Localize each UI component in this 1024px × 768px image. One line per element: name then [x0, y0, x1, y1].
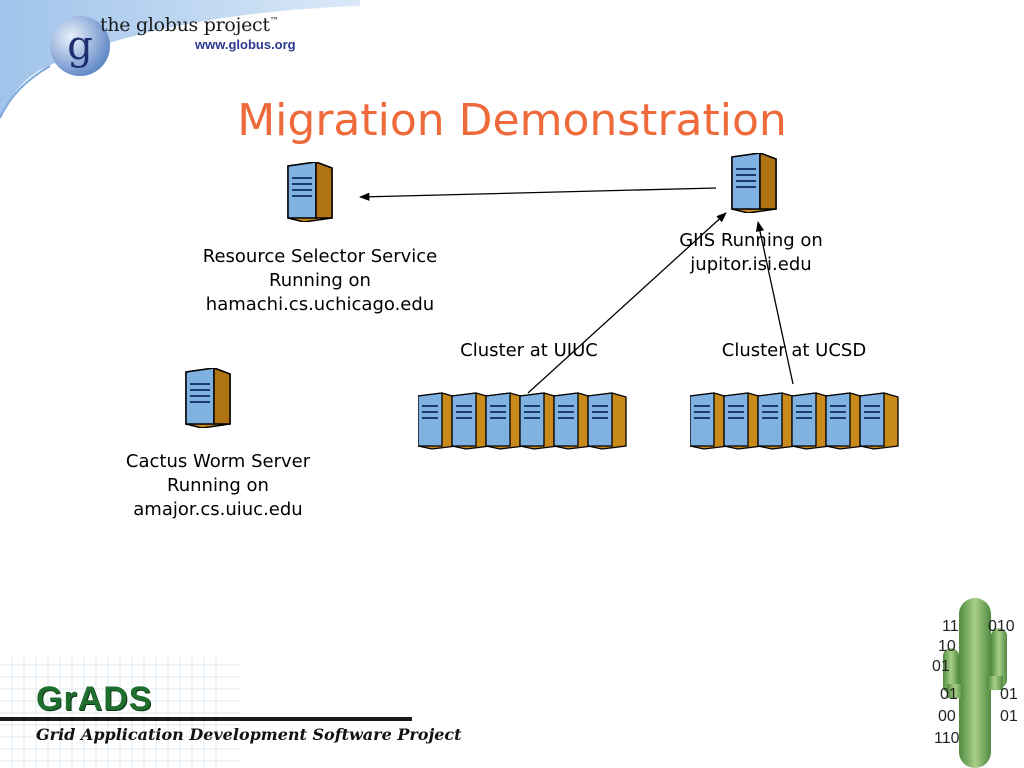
server-icon-resource-selector [287, 162, 333, 222]
resource-selector-label: Resource Selector Service Running on ham… [160, 245, 480, 317]
globus-url: www.globus.org [195, 37, 296, 52]
grads-divider [0, 717, 412, 721]
grads-logo: GrADS [36, 680, 153, 718]
cluster-uiuc-server-5 [553, 392, 593, 450]
cluster-ucsd-server-1 [690, 392, 729, 450]
resource-selector-line-1: Resource Selector Service [202, 246, 438, 267]
brand-text: the globus project [100, 14, 270, 36]
arrow-ucsd-to-giis [755, 220, 794, 385]
giis-label: GIIS Running on jupitor.isi.edu [640, 229, 862, 277]
server-icon-giis [731, 153, 777, 213]
cactus-worm-line-1: Cactus Worm Server [125, 451, 311, 472]
cluster-ucsd-server-5 [825, 392, 865, 450]
arrow-giis-to-selector [358, 187, 717, 201]
cactus-worm-line-3: amajor.cs.uiuc.edu [133, 499, 303, 520]
cactus-worm-line-2: Running on [167, 475, 269, 496]
cluster-uiuc-server-4 [519, 392, 559, 450]
server-icon-cactus-worm [185, 368, 231, 428]
cluster-ucsd-server-2 [723, 392, 763, 450]
binary-line-2: 010 [988, 618, 1015, 635]
globus-g-logo-icon: g [50, 16, 110, 76]
binary-line-9: 110 [934, 730, 960, 747]
grads-subtitle: Grid Application Development Software Pr… [36, 725, 462, 744]
cluster-uiuc-server-6 [587, 392, 627, 450]
cluster-ucsd-icon [690, 392, 899, 450]
binary-line-4: 01 [932, 658, 950, 675]
cluster-uiuc-server-1 [418, 392, 457, 450]
trademark: ™ [269, 16, 279, 27]
cactus-worm-label: Cactus Worm Server Running on amajor.cs.… [88, 450, 348, 522]
cluster-ucsd-label: Cluster at UCSD [721, 340, 867, 361]
slide-title: Migration Demonstration [237, 95, 787, 146]
giis-line-2: jupitor.isi.edu [690, 254, 812, 275]
cluster-uiuc-label: Cluster at UIUC [460, 340, 598, 361]
resource-selector-line-2: Running on [269, 270, 371, 291]
binary-line-1: 11 [942, 618, 959, 635]
cluster-ucsd-server-4 [791, 392, 831, 450]
binary-line-6: 01 [1000, 686, 1018, 703]
grads-grid-background [0, 655, 240, 768]
binary-line-3: 10 [938, 638, 956, 655]
cactus-icon [943, 598, 1007, 768]
binary-line-7: 00 [938, 708, 956, 725]
cluster-ucsd-server-6 [859, 392, 899, 450]
svg-text:g: g [67, 23, 93, 69]
cluster-uiuc-server-3 [485, 392, 525, 450]
arrow-uiuc-to-giis [527, 212, 727, 394]
globus-brand: the globus project™ [100, 14, 279, 36]
binary-line-5: 01 [940, 686, 958, 703]
resource-selector-line-3: hamachi.cs.uchicago.edu [205, 294, 435, 315]
giis-line-1: GIIS Running on [679, 230, 823, 251]
cluster-uiuc-server-2 [451, 392, 491, 450]
binary-line-8: 01 [1000, 708, 1018, 725]
cluster-ucsd-server-3 [757, 392, 797, 450]
cluster-uiuc-icon [418, 392, 627, 450]
